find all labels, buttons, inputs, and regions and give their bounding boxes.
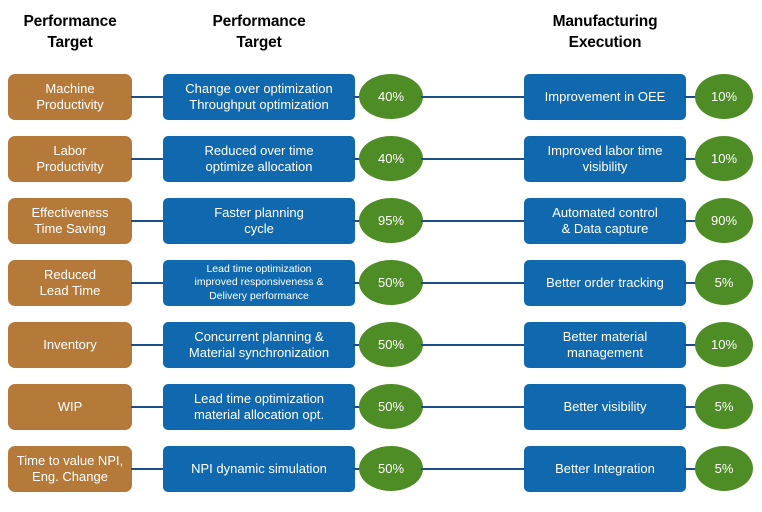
- initiative-node[interactable]: Reduced over time optimize allocation: [163, 136, 355, 182]
- connector-initiative-to-target-value: [353, 220, 363, 222]
- connector-initiative-to-target-value: [353, 158, 363, 160]
- connector-target-value-to-execution: [421, 282, 526, 284]
- performance-target-node[interactable]: Time to value NPI, Eng. Change: [8, 446, 132, 492]
- execution-value-badge[interactable]: 5%: [695, 446, 753, 491]
- connector-initiative-to-target-value: [353, 96, 363, 98]
- performance-target-node[interactable]: Reduced Lead Time: [8, 260, 132, 306]
- execution-node[interactable]: Improved labor time visibility: [524, 136, 686, 182]
- connector-target-to-initiative: [131, 468, 165, 470]
- connector-execution-to-execution-value: [684, 468, 697, 470]
- execution-node[interactable]: Better visibility: [524, 384, 686, 430]
- diagram-row-3: Effectiveness Time Saving Faster plannin…: [0, 198, 762, 244]
- connector-initiative-to-target-value: [353, 282, 363, 284]
- execution-value-badge[interactable]: 90%: [695, 198, 753, 243]
- connector-target-to-initiative: [131, 220, 165, 222]
- connector-target-to-initiative: [131, 158, 165, 160]
- connector-target-value-to-execution: [421, 344, 526, 346]
- diagram-row-4: Reduced Lead Time Lead time optimization…: [0, 260, 762, 306]
- performance-target-node[interactable]: Inventory: [8, 322, 132, 368]
- initiative-node[interactable]: Concurrent planning & Material synchroni…: [163, 322, 355, 368]
- diagram-row-7: Time to value NPI, Eng. Change NPI dynam…: [0, 446, 762, 492]
- target-value-badge[interactable]: 50%: [359, 260, 423, 305]
- target-value-badge[interactable]: 40%: [359, 136, 423, 181]
- performance-target-node[interactable]: Machine Productivity: [8, 74, 132, 120]
- connector-target-value-to-execution: [421, 406, 526, 408]
- connector-initiative-to-target-value: [353, 406, 363, 408]
- diagram-row-5: Inventory Concurrent planning & Material…: [0, 322, 762, 368]
- performance-target-node[interactable]: Labor Productivity: [8, 136, 132, 182]
- connector-target-value-to-execution: [421, 158, 526, 160]
- connector-execution-to-execution-value: [684, 220, 697, 222]
- connector-execution-to-execution-value: [684, 158, 697, 160]
- column-header-performance-target-left: Performance Target: [23, 13, 117, 51]
- connector-target-to-initiative: [131, 406, 165, 408]
- execution-value-badge[interactable]: 5%: [695, 260, 753, 305]
- execution-node[interactable]: Improvement in OEE: [524, 74, 686, 120]
- connector-execution-to-execution-value: [684, 344, 697, 346]
- connector-execution-to-execution-value: [684, 406, 697, 408]
- connector-execution-to-execution-value: [684, 96, 697, 98]
- connector-target-value-to-execution: [421, 468, 526, 470]
- initiative-node[interactable]: NPI dynamic simulation: [163, 446, 355, 492]
- initiative-node[interactable]: Lead time optimization improved responsi…: [163, 260, 355, 306]
- initiative-node[interactable]: Change over optimization Throughput opti…: [163, 74, 355, 120]
- diagram-row-2: Labor Productivity Reduced over time opt…: [0, 136, 762, 182]
- initiative-node[interactable]: Faster planning cycle: [163, 198, 355, 244]
- performance-target-node[interactable]: Effectiveness Time Saving: [8, 198, 132, 244]
- execution-value-badge[interactable]: 10%: [695, 322, 753, 367]
- column-header-performance-target-middle: Performance Target: [212, 13, 306, 51]
- target-value-badge[interactable]: 95%: [359, 198, 423, 243]
- connector-target-to-initiative: [131, 344, 165, 346]
- connector-initiative-to-target-value: [353, 468, 363, 470]
- diagram-row-6: WIP Lead time optimization material allo…: [0, 384, 762, 430]
- execution-node[interactable]: Better order tracking: [524, 260, 686, 306]
- connector-initiative-to-target-value: [353, 344, 363, 346]
- column-header-manufacturing-execution: Manufacturing Execution: [552, 13, 658, 51]
- initiative-node[interactable]: Lead time optimization material allocati…: [163, 384, 355, 430]
- connector-target-to-initiative: [131, 96, 165, 98]
- connector-target-value-to-execution: [421, 220, 526, 222]
- target-value-badge[interactable]: 50%: [359, 384, 423, 429]
- connector-target-to-initiative: [131, 282, 165, 284]
- performance-target-node[interactable]: WIP: [8, 384, 132, 430]
- target-value-badge[interactable]: 40%: [359, 74, 423, 119]
- connector-execution-to-execution-value: [684, 282, 697, 284]
- execution-node[interactable]: Better material management: [524, 322, 686, 368]
- execution-node[interactable]: Better Integration: [524, 446, 686, 492]
- execution-node[interactable]: Automated control & Data capture: [524, 198, 686, 244]
- target-value-badge[interactable]: 50%: [359, 446, 423, 491]
- execution-value-badge[interactable]: 5%: [695, 384, 753, 429]
- connector-target-value-to-execution: [421, 96, 526, 98]
- target-value-badge[interactable]: 50%: [359, 322, 423, 367]
- diagram-row-1: Machine Productivity Change over optimiz…: [0, 74, 762, 120]
- execution-value-badge[interactable]: 10%: [695, 74, 753, 119]
- execution-value-badge[interactable]: 10%: [695, 136, 753, 181]
